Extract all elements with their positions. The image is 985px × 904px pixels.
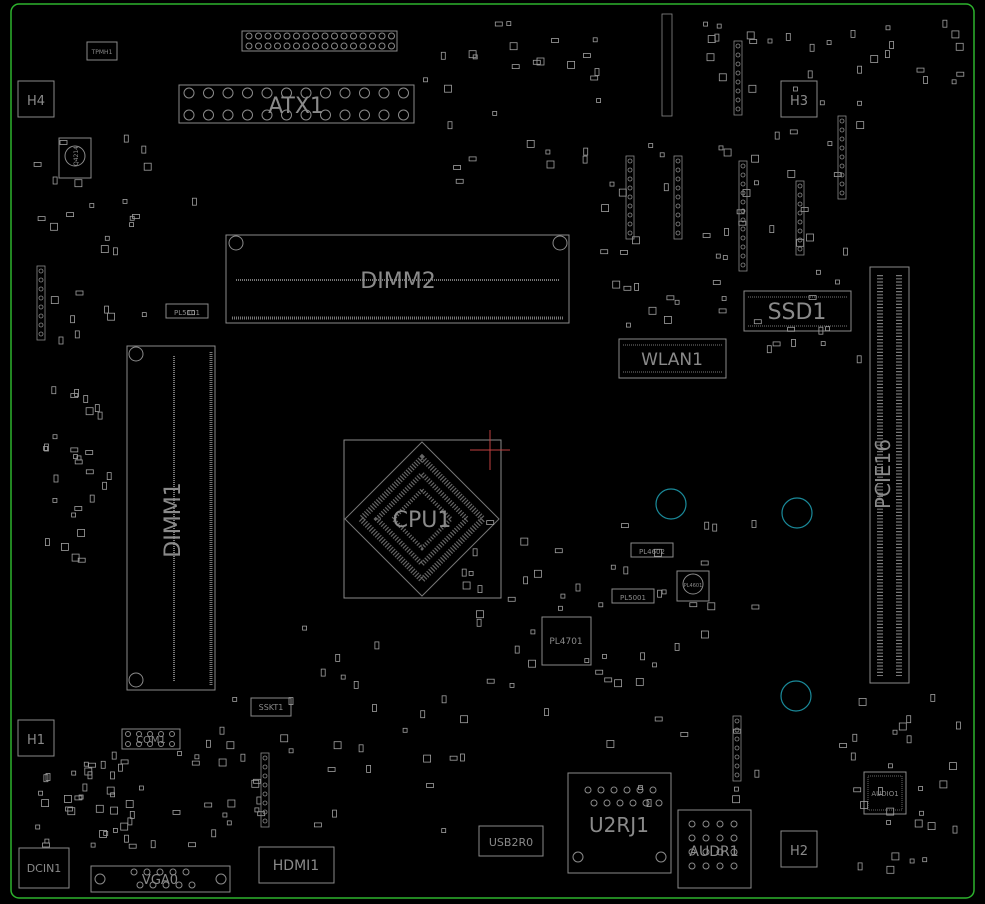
hdmi1-label: HDMI1: [273, 858, 319, 874]
h2-mark: H2: [780, 830, 818, 868]
svg-text:PL4701: PL4701: [549, 637, 582, 647]
audr1-connector[interactable]: AUDR1: [677, 809, 752, 889]
ssd1-label: SSD1: [768, 300, 827, 325]
dcin1-label: DCIN1: [27, 862, 62, 875]
dimm2-label: DIMM2: [360, 269, 435, 294]
pl5101-component: PL5101: [165, 303, 209, 319]
audio1-chip: AUDIO1: [863, 771, 907, 815]
pl4602-component: PL4602: [630, 542, 674, 558]
board-outline: [10, 3, 975, 899]
svg-text:H3: H3: [790, 94, 808, 109]
svg-text:Q4214: Q4214: [73, 146, 80, 166]
u2rj1-connector[interactable]: U2RJ1: [567, 772, 672, 874]
h1-mark: H1: [17, 719, 55, 757]
atx-connector[interactable]: ATX1: [178, 84, 415, 124]
pin-headers: [36, 13, 847, 828]
q4214-component: Q4214: [58, 137, 92, 179]
dimm1-slot[interactable]: DIMM1: [126, 345, 216, 691]
usb2r0-label: USB2R0: [489, 836, 533, 849]
pcie16-slot[interactable]: PCIE16: [869, 266, 910, 684]
com1-header[interactable]: COM1: [121, 728, 181, 750]
mounting-holes: [655, 488, 813, 712]
wlan1-label: WLAN1: [641, 350, 703, 370]
svg-text:SSKT1: SSKT1: [259, 703, 284, 712]
svg-text:AUDIO1: AUDIO1: [871, 790, 898, 798]
svg-text:PL4601: PL4601: [684, 583, 703, 589]
crosshair-marker: [470, 430, 510, 470]
svg-text:TPMH1: TPMH1: [91, 49, 113, 56]
small-components: [33, 19, 965, 874]
top-header-strip[interactable]: [241, 30, 398, 52]
vga-label: VGA0: [142, 873, 178, 888]
svg-text:COM1: COM1: [136, 735, 166, 746]
dimm1-label: DIMM1: [161, 482, 186, 557]
pl4701-component: PL4701: [541, 616, 592, 666]
vga-connector[interactable]: VGA0: [90, 865, 231, 893]
u2rj1-label: U2RJ1: [589, 813, 649, 837]
pl4601-component: PL4601: [676, 570, 710, 602]
svg-text:H1: H1: [27, 733, 45, 748]
cpu-label: CPU1: [393, 508, 452, 533]
pl5001-component: PL5001: [611, 588, 655, 604]
sskt1-component: SSKT1: [250, 697, 292, 717]
ssd1-slot[interactable]: SSD1: [743, 290, 852, 332]
usb2r0-connector[interactable]: USB2R0: [478, 825, 544, 857]
h4-mark: H4: [17, 80, 55, 118]
tpm-component: TPMH1: [86, 41, 118, 61]
svg-text:PL5101: PL5101: [174, 309, 200, 317]
hdmi1-connector[interactable]: HDMI1: [258, 846, 335, 884]
pcie16-label: PCIE16: [871, 439, 895, 509]
audr1-label: AUDR1: [689, 844, 738, 860]
svg-text:H2: H2: [790, 844, 808, 859]
svg-text:PL4602: PL4602: [639, 548, 665, 556]
atx-label: ATX1: [268, 94, 324, 119]
h3-mark: H3: [780, 80, 818, 118]
dimm2-slot[interactable]: DIMM2: [225, 234, 570, 324]
dcin1-connector[interactable]: DCIN1: [18, 847, 70, 889]
svg-text:H4: H4: [27, 94, 45, 109]
wlan1-slot[interactable]: WLAN1: [618, 338, 727, 379]
svg-text:PL5001: PL5001: [620, 594, 646, 602]
cpu-socket[interactable]: CPU1: [343, 439, 502, 599]
